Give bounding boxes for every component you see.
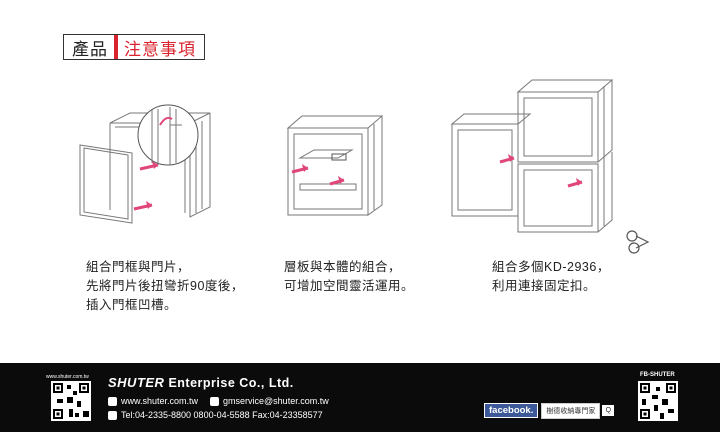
caption-connector: 組合多個KD-2936， 利用連接固定扣。 bbox=[492, 260, 610, 293]
facebook-like-box[interactable]: 樹德收納專門家 bbox=[541, 402, 601, 419]
footer-site-small[interactable]: www.shuter.com.tw bbox=[46, 374, 89, 380]
footer-contact-row: Tel:04-2335-8800 0800-04-5588 Fax:04-233… bbox=[108, 410, 323, 420]
facebook-widget[interactable]: facebook. 樹德收納專門家 Q bbox=[484, 402, 615, 419]
footer-web-row[interactable]: www.shuter.com.tw gmservice@shuter.com.t… bbox=[108, 396, 329, 406]
footer-web[interactable]: www.shuter.com.tw bbox=[121, 396, 199, 406]
footer-contact: Tel:04-2335-8800 0800-04-5588 Fax:04-233… bbox=[121, 410, 323, 420]
caption-door: 組合門框與門片， 先將門片後扭彎折90度後， 插入門框凹槽。 bbox=[86, 260, 244, 312]
facebook-logo[interactable]: facebook. bbox=[484, 403, 539, 418]
qr-code-icon[interactable] bbox=[51, 381, 91, 421]
title-divider bbox=[114, 35, 118, 59]
mail-icon bbox=[210, 396, 220, 406]
shelf-assembly-illustration bbox=[286, 115, 384, 216]
globe-icon bbox=[108, 396, 117, 406]
door-assembly-illustration bbox=[79, 104, 211, 224]
fb-shuter-label: FB-SHUTER bbox=[640, 372, 675, 378]
title-right: 注意事項 bbox=[124, 39, 196, 59]
title-left: 產品 bbox=[72, 39, 108, 59]
fb-qr-code-icon[interactable] bbox=[638, 381, 678, 421]
section-title: 產品 注意事項 bbox=[63, 34, 205, 60]
brand-suffix: Enterprise Co., Ltd. bbox=[168, 376, 294, 390]
phone-icon bbox=[108, 410, 117, 420]
multi-unit-illustration bbox=[450, 79, 650, 254]
search-icon[interactable]: Q bbox=[602, 405, 615, 416]
brand-logo: SHUTER bbox=[108, 375, 165, 390]
caption-shelf: 層板與本體的組合， 可增加空間靈活運用。 bbox=[284, 260, 415, 293]
footer-email[interactable]: gmservice@shuter.com.tw bbox=[223, 396, 329, 406]
